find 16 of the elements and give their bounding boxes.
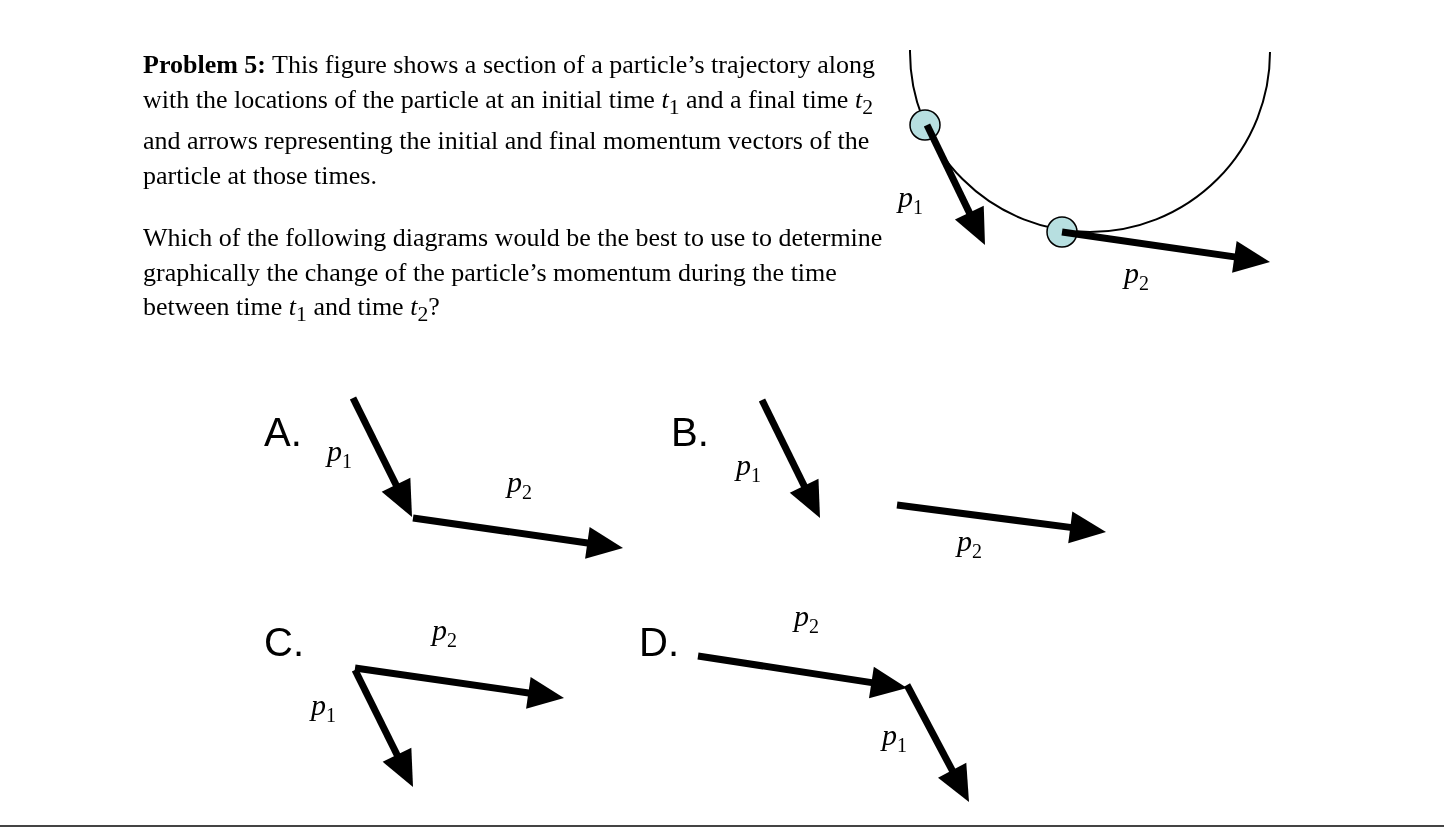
vector-label: p$_{1}$ bbox=[882, 718, 907, 757]
vector-label: p$_{1}$ bbox=[736, 448, 761, 487]
option-letter: B. bbox=[671, 410, 709, 455]
vector-label: p$_{1}$ bbox=[898, 180, 923, 219]
vector-label: p$_{1}$ bbox=[327, 434, 352, 473]
option-letter: D. bbox=[639, 620, 679, 665]
vector-label: p$_{2}$ bbox=[957, 524, 982, 563]
vector-label: p$_{1}$ bbox=[311, 688, 336, 727]
problem-text: Problem 5: This figure shows a section of a particle’s trajectory along with the locations of the particle at an initial time t$_{1}$ and a final time t$_{2}$ and arrows representing the initial and final momentum vectors of the particle at those times. bbox=[143, 49, 876, 192]
vector-label: p$_{2}$ bbox=[507, 465, 532, 504]
option-letter: A. bbox=[264, 410, 302, 455]
vector-label: p$_{2}$ bbox=[794, 599, 819, 638]
option-letter: C. bbox=[264, 620, 304, 665]
question-text: Which of the following diagrams would be the best to use to determine graphically the change of the particle’s momentum during the time between time t$_{1}$ and time t$_{2}$? bbox=[143, 222, 884, 329]
vector-label: p$_{2}$ bbox=[1124, 256, 1149, 295]
vector-label: p$_{2}$ bbox=[432, 613, 457, 652]
